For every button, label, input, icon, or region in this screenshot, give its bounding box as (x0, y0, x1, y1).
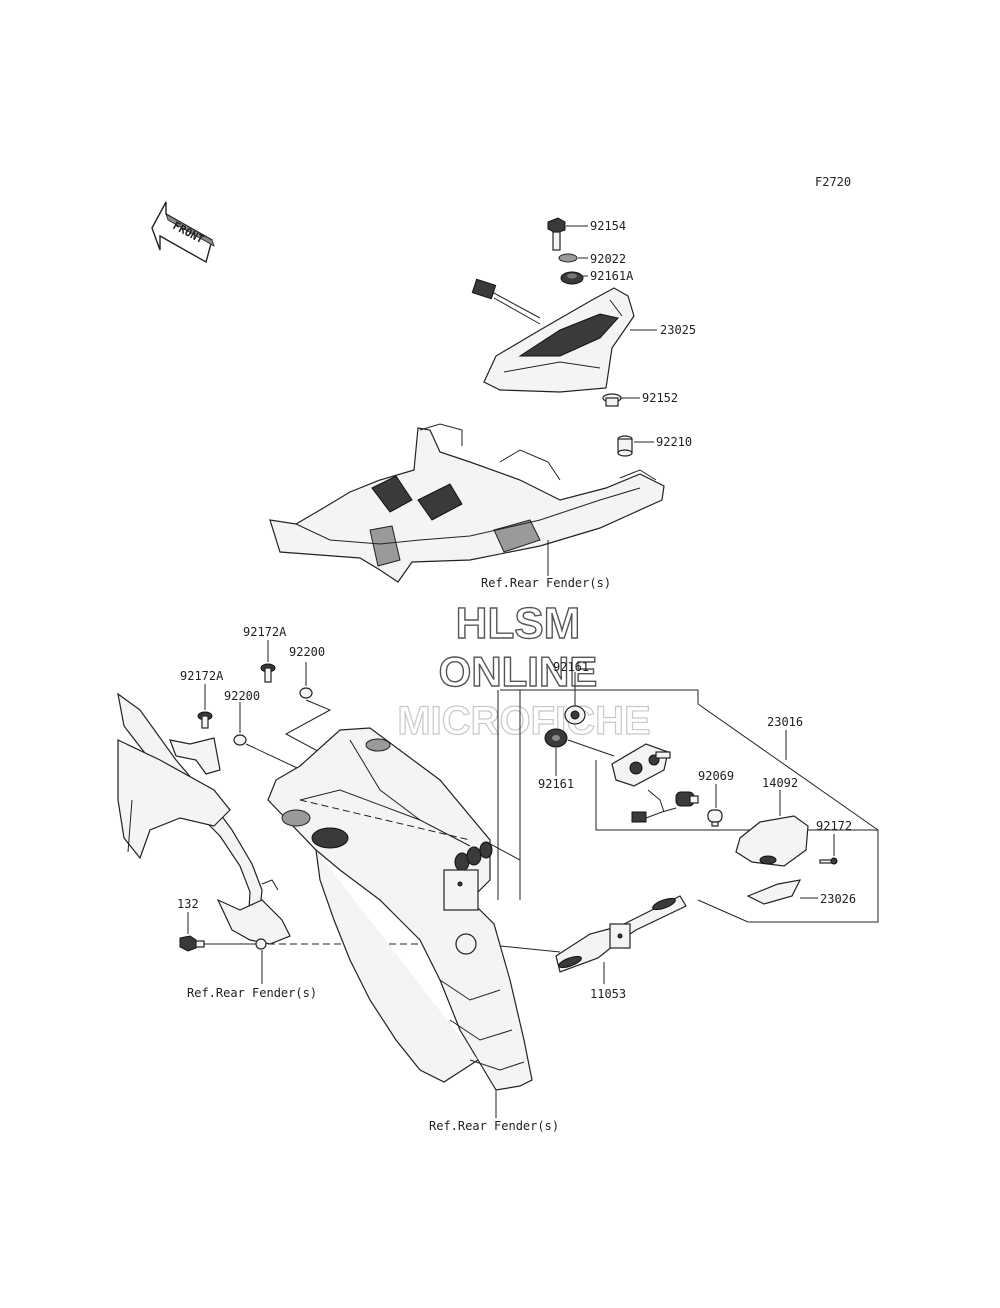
label-92172A-upper: 92172A (243, 625, 287, 639)
label-11053: 11053 (590, 987, 626, 1001)
screw-92172A-left (197, 711, 213, 729)
watermark: HLSM ONLINE MICROFICHE (397, 598, 652, 743)
label-23016: 23016 (767, 715, 803, 729)
bulb-socket (675, 791, 699, 807)
label-92172A-left: 92172A (180, 669, 224, 683)
screw-92172 (819, 857, 838, 865)
label-14092: 14092 (762, 776, 798, 790)
svg-text:MICROFICHE: MICROFICHE (397, 699, 650, 743)
collar-92210 (617, 435, 633, 457)
label-92022: 92022 (590, 252, 626, 266)
label-92200-upper: 92200 (289, 645, 325, 659)
license-bracket-11053 (555, 895, 687, 973)
grommet-92161-lower (544, 728, 568, 748)
svg-text:HLSM: HLSM (456, 599, 581, 648)
bolt-132 (179, 935, 205, 952)
lamp-socket (611, 743, 677, 823)
grommet-92161A (560, 271, 584, 285)
label-23025: 23025 (660, 323, 696, 337)
lens-14092 (735, 815, 809, 867)
tail-light-23025 (471, 278, 635, 393)
screw-92172A-upper (260, 663, 276, 683)
ref-rear-fender-left: Ref.Rear Fender(s) (187, 986, 317, 1000)
label-23026: 23026 (820, 892, 856, 906)
ref-rear-fender-top: Ref.Rear Fender(s) (481, 576, 611, 590)
label-92161-lower: 92161 (538, 777, 574, 791)
washer-92200-upper (299, 687, 313, 699)
subframe-bracket (117, 692, 291, 950)
label-92152: 92152 (642, 391, 678, 405)
label-92200-left: 92200 (224, 689, 260, 703)
reflector-23026 (746, 879, 802, 905)
label-92154: 92154 (590, 219, 626, 233)
rear-fender (267, 727, 533, 1091)
label-132: 132 (177, 897, 199, 911)
figure-code: F2720 (815, 175, 851, 189)
ref-rear-fender-bottom: Ref.Rear Fender(s) (429, 1119, 559, 1133)
bulb-92069 (707, 809, 723, 827)
bolt-92154 (547, 217, 566, 251)
rear-fender-cover (269, 423, 665, 583)
label-92069: 92069 (698, 769, 734, 783)
svg-text:ONLINE: ONLINE (439, 648, 598, 695)
label-92172: 92172 (816, 819, 852, 833)
washer-92200-left (233, 734, 247, 746)
front-arrow-icon: FRONT (151, 201, 215, 264)
collar-92152 (602, 393, 622, 407)
label-92161-upper: 92161 (553, 660, 589, 674)
grommet-92161-upper (564, 705, 586, 725)
label-92161A: 92161A (590, 269, 634, 283)
label-92210: 92210 (656, 435, 692, 449)
washer-92022 (558, 253, 578, 263)
